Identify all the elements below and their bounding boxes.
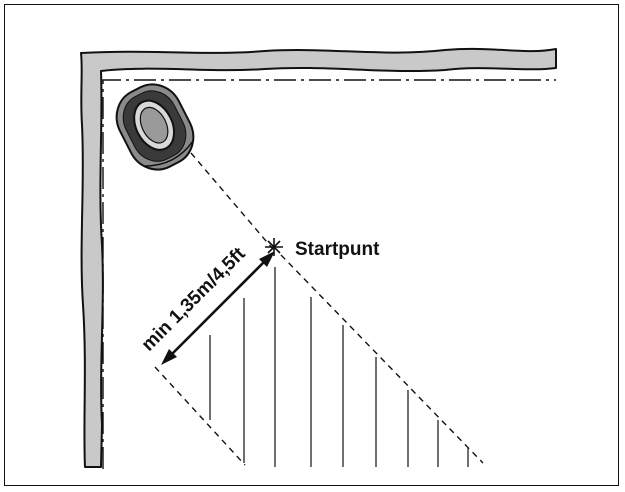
start-point-label: Startpunt: [295, 239, 380, 260]
coverage-hatch: [209, 267, 469, 467]
min-distance-label: min 1,35m/4,5ft: [138, 243, 250, 355]
garden-wall: [80, 47, 557, 468]
distance-arrow: [161, 251, 275, 365]
installation-figure: Startpunt min 1,35m/4,5ft: [4, 4, 619, 486]
corner-installation-diagram: Startpunt min 1,35m/4,5ft: [80, 47, 557, 469]
guide-wire-path: [190, 152, 273, 249]
boundary-wire: [102, 79, 556, 469]
start-point-star-icon: [265, 238, 283, 256]
robot-mower-icon: [115, 83, 195, 171]
coverage-edge-lower: [154, 366, 246, 466]
coverage-edge-upper: [280, 254, 484, 464]
